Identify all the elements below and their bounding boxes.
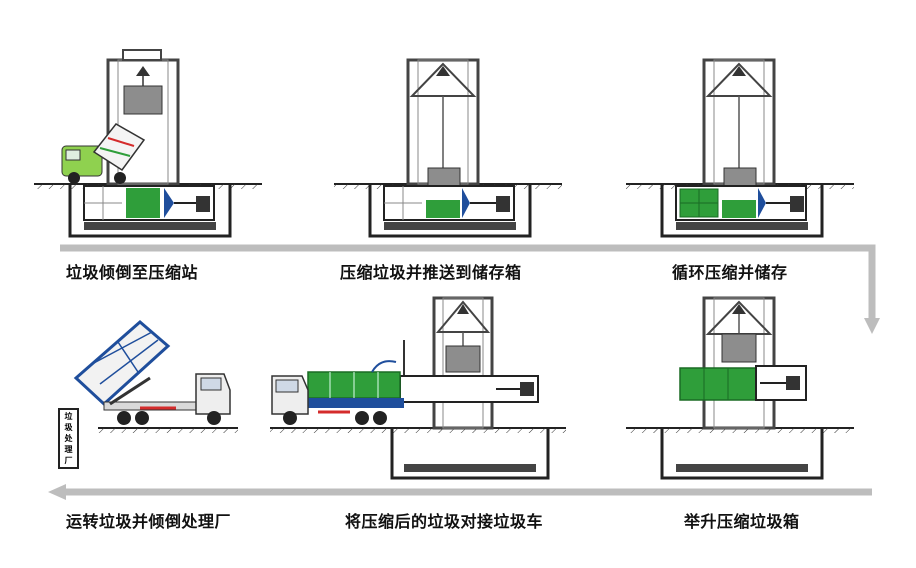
plant-sign-char: 垃 bbox=[64, 412, 73, 421]
step-3-caption: 循环压缩并储存 bbox=[672, 263, 788, 282]
step-3-illustration bbox=[626, 58, 854, 238]
step-2-caption: 压缩垃圾并推送到储存箱 bbox=[340, 263, 522, 282]
step-6-caption: 举升压缩垃圾箱 bbox=[684, 512, 800, 531]
plant-sign-char: 厂 bbox=[64, 456, 73, 465]
treatment-plant-sign: 垃 圾 处 理 厂 bbox=[58, 408, 79, 469]
plant-sign-char: 圾 bbox=[64, 423, 73, 432]
step-5-illustration bbox=[270, 296, 566, 480]
step-6-illustration bbox=[626, 296, 854, 480]
step-2-illustration bbox=[334, 58, 562, 238]
step-4-caption: 运转垃圾并倾倒处理厂 bbox=[66, 512, 232, 531]
flow-arrows bbox=[48, 244, 880, 500]
step-5-caption: 将压缩后的垃圾对接垃圾车 bbox=[345, 512, 544, 531]
step-4-illustration bbox=[73, 320, 238, 433]
step-1-caption: 垃圾倾倒至压缩站 bbox=[66, 263, 199, 282]
step-1-illustration bbox=[34, 49, 262, 238]
plant-sign-char: 处 bbox=[64, 434, 73, 443]
plant-sign-char: 理 bbox=[64, 445, 73, 454]
